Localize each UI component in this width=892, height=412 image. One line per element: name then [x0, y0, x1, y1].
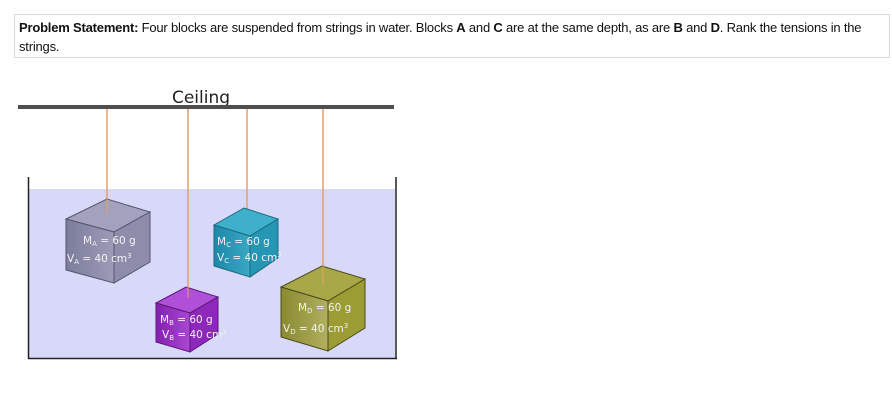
problem-text: are at the same depth, as are [502, 20, 674, 35]
block-d-volume: VD = 40 cm3 [283, 322, 348, 336]
ceiling-bar [18, 105, 394, 109]
block-a: MA = 60 g VA = 40 cm3 [64, 198, 152, 284]
block-c-volume: VC = 40 cm3 [217, 251, 282, 265]
problem-text: . Rank the tensions in the strings. [19, 20, 862, 54]
block-b: MB = 60 g VB = 40 cm3 [154, 286, 227, 353]
block-a-volume: VA = 40 cm3 [67, 252, 132, 266]
block-b-mass: MB = 60 g [160, 314, 213, 327]
block-c: MC = 60 g VC = 40 cm3 [212, 207, 282, 278]
problem-text: and [465, 20, 494, 35]
problem-text: Four blocks are suspended from strings i… [138, 20, 457, 35]
ceiling-label: Ceiling [172, 88, 230, 108]
block-ref-a: A [456, 20, 466, 35]
problem-label: Problem Statement: [19, 20, 139, 35]
block-ref-c: C [493, 20, 503, 35]
block-c-mass: MC = 60 g [217, 236, 270, 249]
block-b-volume: VB = 40 cm3 [162, 328, 227, 342]
block-ref-b: B [673, 20, 683, 35]
block-d: MD = 60 g VD = 40 cm3 [279, 265, 367, 352]
block-d-mass: MD = 60 g [298, 302, 351, 315]
problem-statement: Problem Statement: Four blocks are suspe… [14, 14, 890, 58]
problem-text: and [682, 20, 711, 35]
block-ref-d: D [710, 20, 720, 35]
block-a-mass: MA = 60 g [83, 235, 136, 248]
